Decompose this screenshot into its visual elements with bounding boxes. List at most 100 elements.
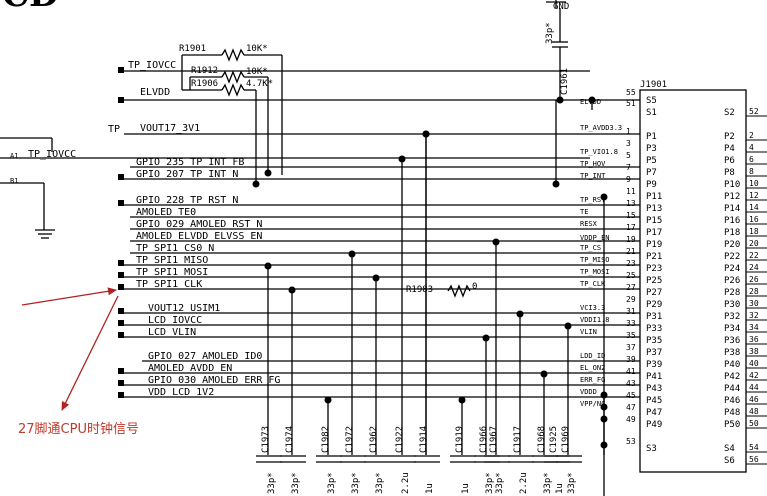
net-port-marker (118, 200, 124, 206)
net-port-marker (118, 332, 124, 338)
pin-number: 39 (626, 355, 636, 364)
cap-value: 33p* (375, 472, 385, 494)
connector-left-pin: P21 (646, 252, 662, 262)
junction-dot (288, 286, 296, 294)
net-port-marker (118, 174, 124, 180)
cap-c1961-value: 33p* (545, 22, 555, 44)
net-label: TP_SPI1_MISO (136, 255, 208, 266)
connector-right-num: 12 (749, 191, 759, 200)
r1983-ref: R1983 (406, 285, 433, 295)
cap-value: 33p* (267, 472, 277, 494)
net-row: GPIO_029_AMOLED_RST_N (130, 219, 640, 230)
pin-label: ERR_FG (580, 376, 605, 384)
connector-right-pin: P36 (724, 336, 740, 346)
net-port-marker (118, 368, 124, 374)
net-label: GPIO_207_TP_INT_N (136, 169, 238, 180)
connector-left-pin: S5 (646, 96, 657, 106)
connector-left-pin: P9 (646, 180, 657, 190)
connector-right-num: 6 (749, 155, 754, 164)
connector-right-num: 32 (749, 311, 759, 320)
net-vout17: VOUT17_3V1 (140, 123, 200, 134)
net-port-marker (118, 392, 124, 398)
pin-label: TP_VIO1.8 (580, 148, 618, 156)
net-row: VDD_LCD_1V2 (118, 387, 640, 398)
connector-right-pin: P28 (724, 288, 740, 298)
pin-number: 41 (626, 367, 636, 376)
connector-right-pin: P50 (724, 420, 740, 430)
port-b1: B1 (10, 177, 18, 185)
pin-number: 13 (626, 199, 636, 208)
connector-left-pin: P39 (646, 360, 662, 370)
pin-label: EL_ON2 (580, 364, 605, 372)
connector-right-pin: P26 (724, 276, 740, 286)
cap-ref: C1969 (561, 426, 571, 453)
net-row: TP_SPI1_CS0_N (130, 243, 640, 254)
connector-right-pin: P48 (724, 408, 740, 418)
r1906-ref: R1906 (191, 79, 218, 89)
connector-right-pin: P32 (724, 312, 740, 322)
connector-left-pin: P7 (646, 168, 657, 178)
net-elvdd: ELVDD (140, 87, 170, 98)
pin-number: 49 (626, 415, 636, 424)
r1912-ref: R1912 (191, 66, 218, 76)
connector-left-pin: P43 (646, 384, 662, 394)
pin-label: VPP/NC (580, 400, 605, 408)
cap-ref: C1922 (395, 426, 405, 453)
net-row: GPIO_235_TP_INT_FB (130, 157, 640, 168)
connector-left-pin: P35 (646, 336, 662, 346)
r1901-value: 10K* (246, 44, 268, 54)
annotation-arrows (21, 287, 119, 411)
connector-left-pin: P41 (646, 372, 662, 382)
cap-value: 1u (555, 483, 565, 494)
junction-dot (422, 130, 430, 138)
connector-right-num: 4 (749, 143, 754, 152)
connector-right-num: 20 (749, 239, 759, 248)
connector-left-pin: P13 (646, 204, 662, 214)
connector-right-pin: S2 (724, 108, 735, 118)
net-row: VOUT12_USIM1 (118, 303, 640, 314)
pin-number: 5 (626, 151, 631, 160)
connector-right-num: 28 (749, 287, 759, 296)
pin-label: VCI3.3 (580, 304, 605, 312)
connector-right-pin: P10 (724, 180, 740, 190)
connector-right-num: 48 (749, 407, 759, 416)
connector-left-pin: P25 (646, 276, 662, 286)
pin-number: 37 (626, 343, 636, 352)
net-tp-prefix: TP (108, 124, 120, 135)
junction-dot (600, 193, 608, 201)
cap-ref: C1925 (549, 426, 559, 453)
net-row: AMOLED_AVDD_EN (118, 363, 640, 374)
net-label: TP_SPI1_CS0_N (136, 243, 214, 254)
pin-number: 23 (626, 259, 636, 268)
connector-right-pin: P24 (724, 264, 740, 274)
connector-left-pin: P5 (646, 156, 657, 166)
net-port-marker (118, 308, 124, 314)
left-port: A1 B1 TP_IOVCC (0, 137, 590, 239)
connector-right-num: 8 (749, 167, 754, 176)
connector-right-num: 42 (749, 371, 759, 380)
pin-label: TP_INT (580, 172, 606, 180)
cap-ref: C1968 (537, 426, 547, 453)
pin-number: 17 (626, 223, 636, 232)
pin-number: 21 (626, 247, 636, 256)
pin-number: 35 (626, 331, 636, 340)
junction-dot (564, 322, 572, 330)
pin-number: 33 (626, 319, 636, 328)
connector-ref: J1901 (640, 80, 667, 90)
connector-right-num: 50 (749, 419, 759, 428)
connector-right-num: 46 (749, 395, 759, 404)
pin-number: 31 (626, 307, 636, 316)
connector-right-pin: P18 (724, 228, 740, 238)
net-row: GPIO_228_TP_RST_N (118, 195, 640, 206)
connector-right-num: 10 (749, 179, 759, 188)
cap-ref: C1982 (321, 426, 331, 453)
pin-number: 25 (626, 271, 636, 280)
connector-right-pin: P30 (724, 300, 740, 310)
net-port-marker (118, 272, 124, 278)
pin-number: 1 (626, 127, 631, 136)
net-row: GPIO_207_TP_INT_N (118, 169, 640, 180)
